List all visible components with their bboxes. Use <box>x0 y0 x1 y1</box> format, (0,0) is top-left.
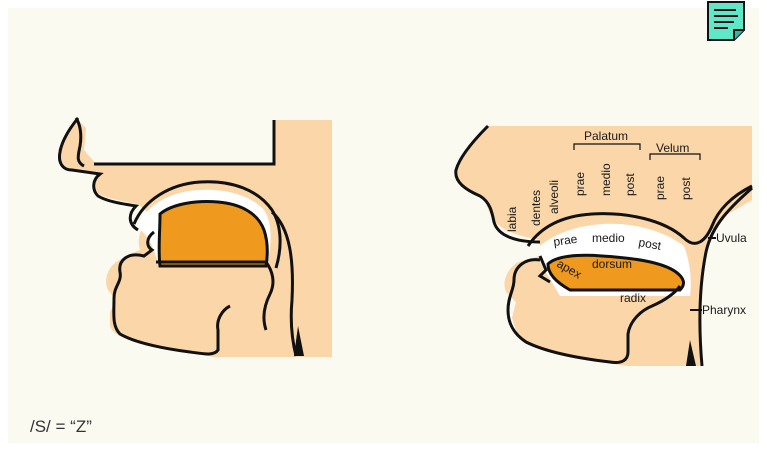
document-icon[interactable] <box>708 2 744 40</box>
radix-label: radix <box>620 291 646 305</box>
alveoli-label: alveoli <box>547 180 561 214</box>
phoneme-caption: /S/ = “Z” <box>30 417 92 436</box>
dentes-label: dentes <box>529 190 543 226</box>
velum-label: Velum <box>656 141 689 155</box>
labia-label: labia <box>505 206 519 232</box>
velum-prae-label: prae <box>653 176 667 200</box>
pharynx-label: Pharynx <box>702 303 746 317</box>
palatum-prae-label: prae <box>573 172 587 196</box>
palatum-medio-label: medio <box>599 163 613 196</box>
palatum-post-label: post <box>623 173 637 196</box>
tongue-medio-label: medio <box>592 231 625 245</box>
velum-post-label: post <box>679 177 693 200</box>
palatum-label: Palatum <box>584 129 628 143</box>
uvula-label: Uvula <box>716 231 747 245</box>
left-tongue-dorsum <box>159 202 267 267</box>
dorsum-label: dorsum <box>592 257 632 271</box>
